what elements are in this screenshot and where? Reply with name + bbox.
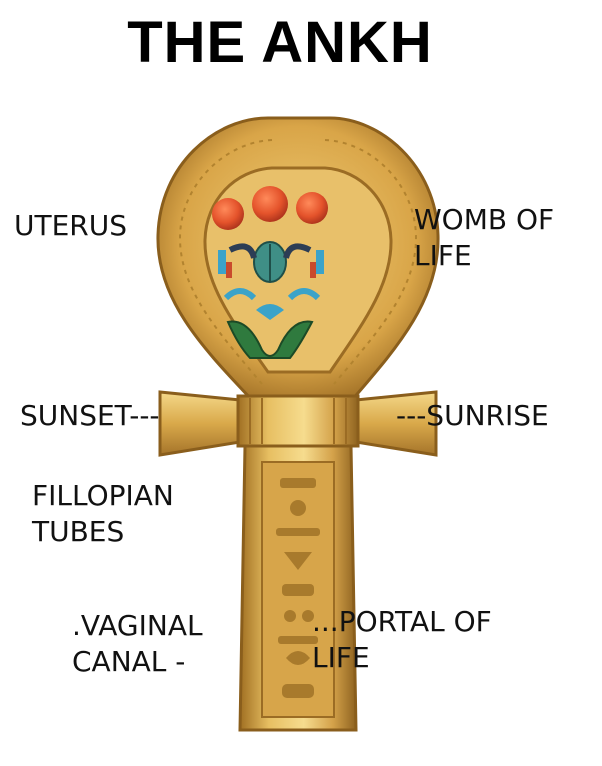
ankh-loop-panel xyxy=(203,166,393,374)
label-fillopian-tubes: FILLOPIAN TUBES xyxy=(32,479,174,548)
lotus-leaves xyxy=(226,320,314,359)
label-sunset: SUNSET--- xyxy=(20,399,160,432)
label-portal-of-life: ...PORTAL OF LIFE xyxy=(312,605,492,674)
label-womb-of-life: WOMB OF LIFE xyxy=(414,203,555,272)
ankh-crossbar xyxy=(158,390,242,457)
sun-disc-center xyxy=(252,186,288,222)
label-sunrise: ---SUNRISE xyxy=(396,399,549,432)
scarab-icon xyxy=(228,241,312,283)
sun-disc-right xyxy=(296,192,328,224)
page-title: THE ANKH xyxy=(127,10,433,75)
label-uterus: UTERUS xyxy=(14,209,128,242)
sun-disc-left xyxy=(212,198,244,230)
label-vaginal-canal: .VAGINAL CANAL - xyxy=(72,609,203,678)
